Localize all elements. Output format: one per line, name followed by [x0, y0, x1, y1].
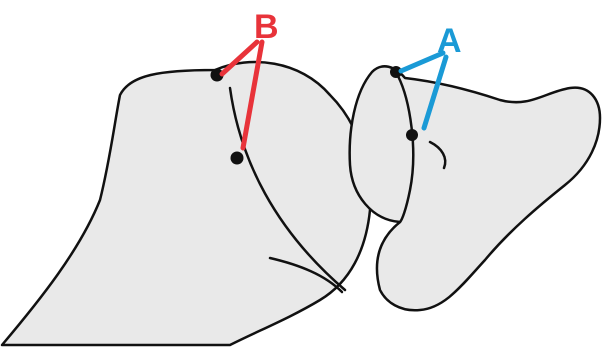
marker-b-lower — [231, 152, 244, 165]
marker-a-lower — [406, 129, 418, 141]
left-bone — [2, 62, 370, 345]
right-bone — [350, 66, 600, 310]
label-a: A — [437, 22, 462, 60]
label-b: B — [254, 8, 279, 46]
